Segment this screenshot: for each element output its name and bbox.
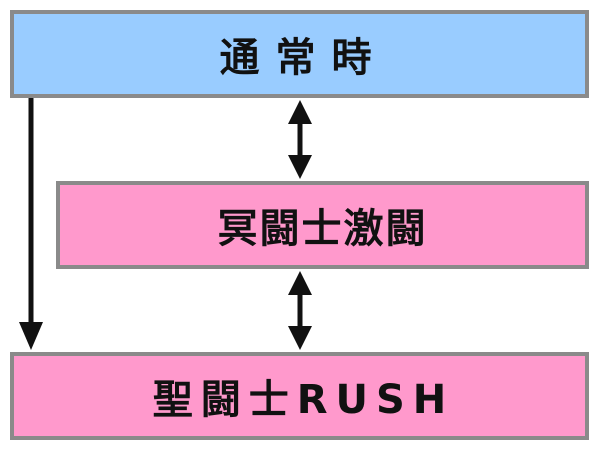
node-saint-rush-label: 聖闘士RUSH	[152, 377, 455, 423]
arrow-meitoushi-rush-bidirectional	[288, 271, 312, 350]
node-normal-state-label: 通常時	[219, 35, 388, 81]
arrow-normal-meitoushi-down-head	[288, 155, 312, 179]
arrow-meitoushi-rush-down-head	[288, 326, 312, 350]
arrow-normal-to-rush	[19, 98, 43, 350]
arrow-normal-to-rush-head	[19, 322, 43, 350]
node-meitoushi-battle-label: 冥闘士激闘	[217, 206, 428, 252]
node-saint-rush: 聖闘士RUSH	[10, 352, 589, 440]
arrow-normal-meitoushi-up-head	[288, 100, 312, 124]
arrow-meitoushi-rush-up-head	[288, 271, 312, 295]
node-normal-state: 通常時	[10, 10, 589, 98]
arrow-normal-meitoushi-bidirectional	[288, 100, 312, 179]
node-meitoushi-battle: 冥闘士激闘	[56, 181, 589, 269]
